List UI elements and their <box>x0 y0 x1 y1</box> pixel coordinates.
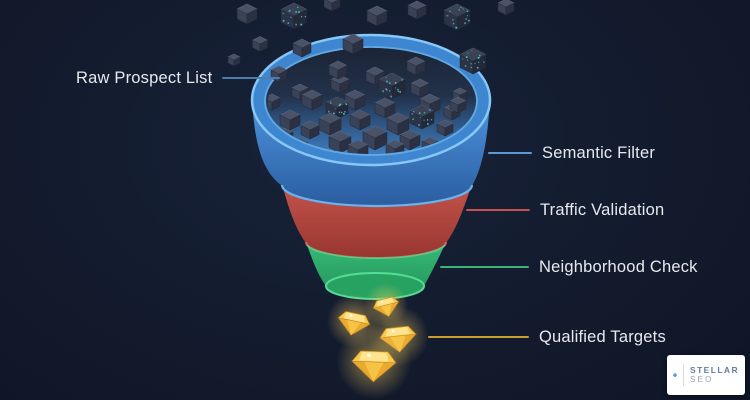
label-raw-prospect-list-text: Raw Prospect List <box>76 68 213 87</box>
label-raw-prospect-list: Raw Prospect List <box>76 68 281 88</box>
data-cube-circuit <box>443 3 471 31</box>
data-cube-circuit <box>378 72 406 100</box>
logo-brand-name: STELLAR <box>690 364 739 375</box>
data-cube <box>436 119 454 137</box>
data-cube <box>374 97 396 119</box>
falling-data-cubes <box>227 0 515 114</box>
data-cube <box>227 53 241 67</box>
funnel-stage-semantic-filter <box>252 100 490 207</box>
data-cube <box>347 139 369 154</box>
data-cube <box>318 112 342 136</box>
data-cube-circuit <box>459 47 487 75</box>
data-cube <box>279 109 301 131</box>
data-cube <box>251 36 269 52</box>
data-cube <box>342 33 364 55</box>
data-cube <box>410 78 430 98</box>
diamond-gem-icon <box>336 324 412 400</box>
connector-line-traffic <box>466 209 530 211</box>
connector-line-neighborhood <box>440 266 529 268</box>
connector-line-qualified <box>428 336 529 338</box>
data-cube <box>349 109 371 131</box>
data-cube <box>268 93 281 111</box>
label-neighborhood-check-text: Neighborhood Check <box>539 257 698 276</box>
data-cube-circuit <box>409 104 435 130</box>
data-cube <box>406 56 426 76</box>
label-neighborhood-check: Neighborhood Check <box>440 257 698 277</box>
data-cube-circuit <box>280 2 308 30</box>
label-traffic-validation-text: Traffic Validation <box>540 200 665 219</box>
data-cube <box>385 139 405 154</box>
stellar-seo-logo: S STELLAR SEO <box>667 355 745 395</box>
label-qualified-targets: Qualified Targets <box>428 327 666 347</box>
data-cube <box>323 0 341 12</box>
qualified-target-diamonds <box>326 282 429 400</box>
data-cube <box>236 3 258 25</box>
logo-brand-sub: SEO <box>690 375 714 385</box>
data-cube <box>386 112 410 136</box>
data-cube <box>328 130 352 154</box>
data-cube <box>497 0 515 16</box>
data-cube <box>301 89 323 111</box>
data-cube <box>328 60 348 80</box>
label-qualified-targets-text: Qualified Targets <box>539 327 666 346</box>
data-cube <box>366 5 388 27</box>
svg-text:S: S <box>674 375 676 377</box>
data-cube <box>407 0 427 20</box>
data-cube <box>300 120 320 140</box>
data-cube <box>270 65 288 83</box>
label-semantic-filter: Semantic Filter <box>488 143 655 163</box>
logo-divider <box>683 364 684 386</box>
stellar-hexagon-icon: S <box>673 373 677 377</box>
connector-line-semantic <box>488 152 532 154</box>
connector-line-raw-prospect <box>222 77 281 79</box>
label-traffic-validation: Traffic Validation <box>466 200 664 220</box>
label-semantic-filter-text: Semantic Filter <box>542 143 656 162</box>
diamond-gem-icon <box>326 293 382 349</box>
data-cube <box>449 96 467 114</box>
data-cube <box>292 38 312 58</box>
